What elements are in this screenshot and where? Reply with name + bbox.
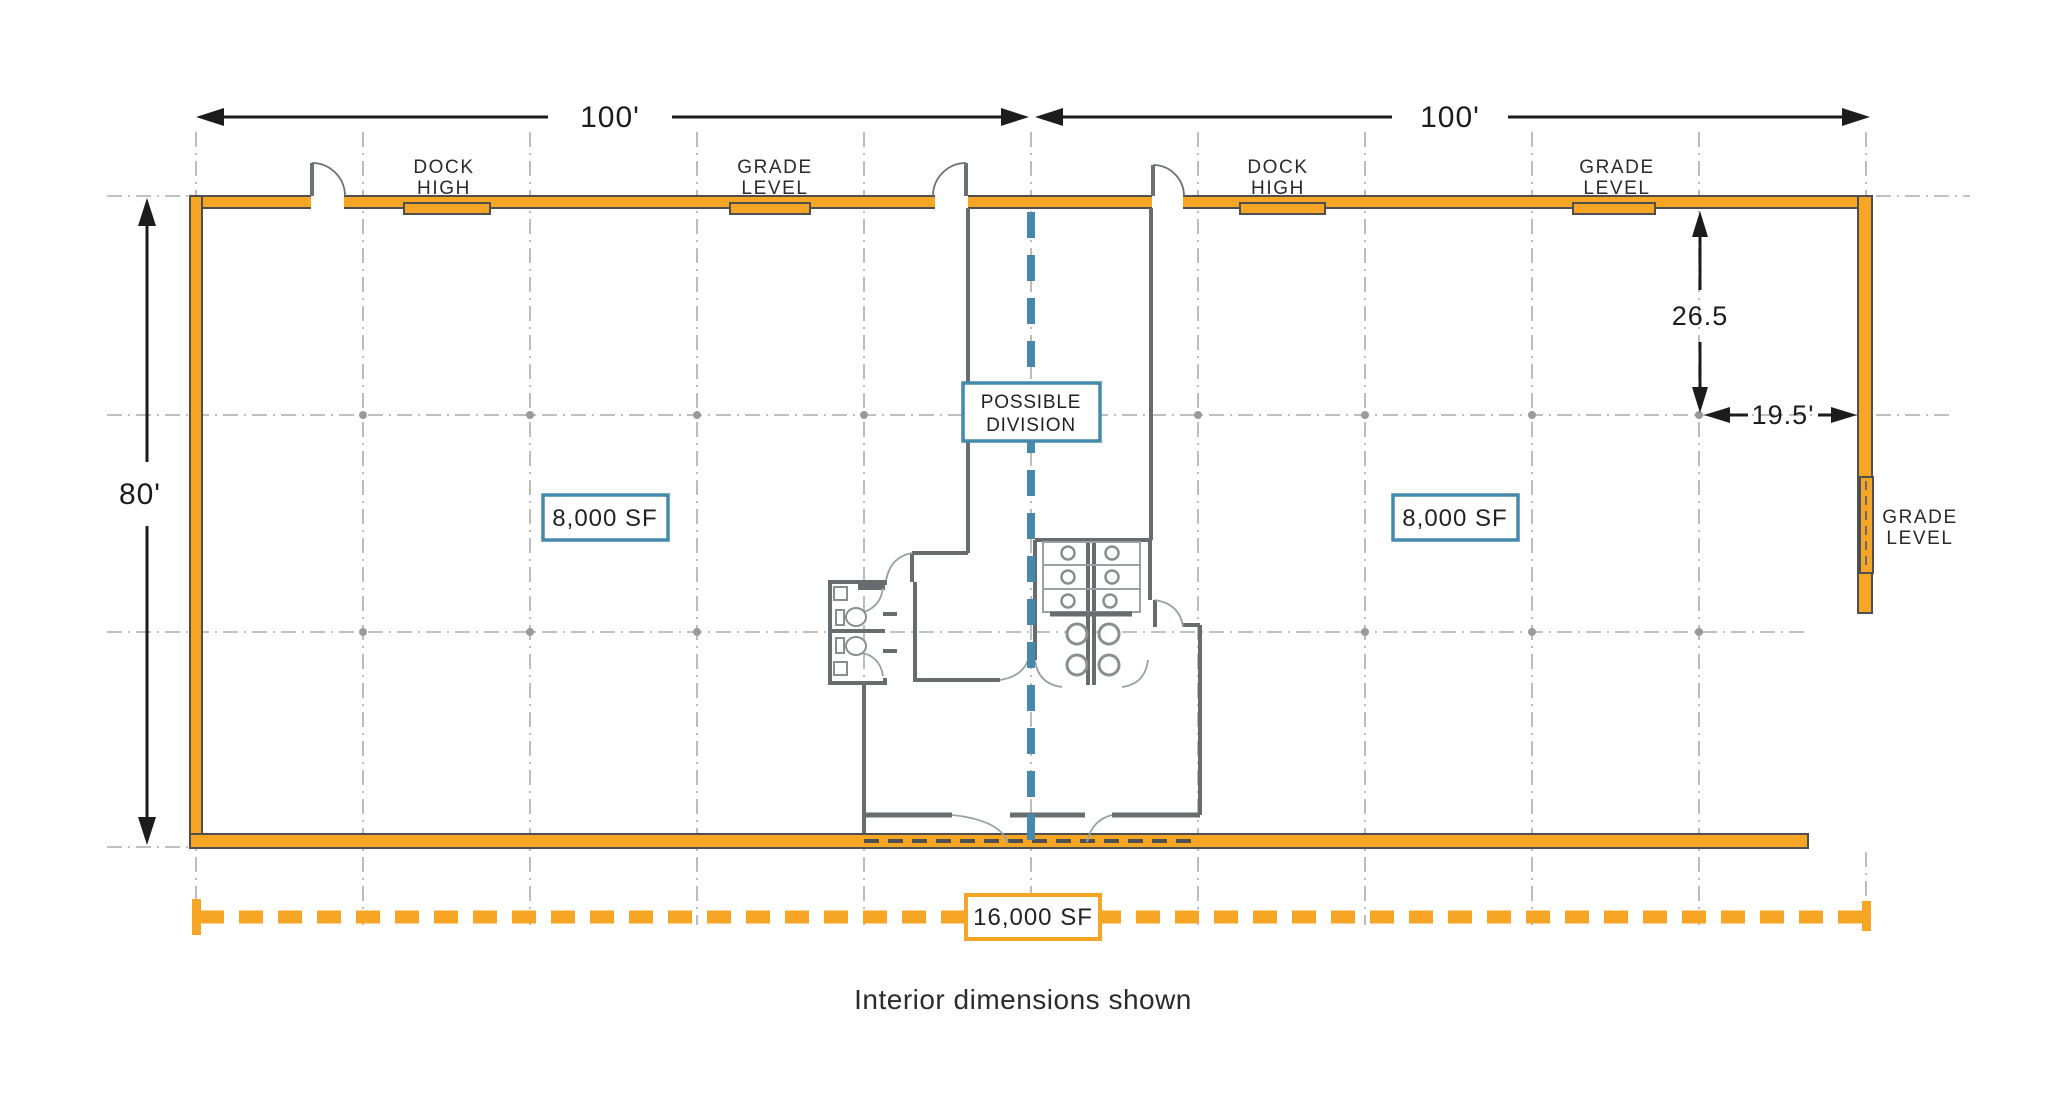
interior-core bbox=[828, 208, 1202, 844]
suite-right-area-callout: 8,000 SF bbox=[1391, 493, 1520, 542]
total-area-text: 16,000 SF bbox=[973, 904, 1093, 931]
sink bbox=[833, 586, 848, 601]
dim-right-bay-width bbox=[1704, 407, 1857, 423]
dimension-lines bbox=[138, 108, 1870, 845]
grade-level-right-section bbox=[1572, 202, 1656, 215]
dim-right-bay-width-text: 19.5' bbox=[1752, 400, 1815, 430]
bathroom-block bbox=[828, 580, 897, 685]
suite-left-area-text: 8,000 SF bbox=[552, 505, 657, 532]
dim-top-left bbox=[196, 108, 1029, 126]
office-chairs bbox=[1060, 545, 1120, 609]
grade-level-right-label: LEVEL bbox=[1583, 178, 1650, 199]
left-wall bbox=[189, 195, 203, 849]
dim-top-right bbox=[1035, 108, 1870, 126]
office-desks bbox=[1042, 541, 1141, 613]
grade-level-left-label: LEVEL bbox=[741, 178, 808, 199]
sink bbox=[833, 661, 848, 676]
grade-level-left-section bbox=[729, 202, 811, 215]
door-swing-3 bbox=[1151, 164, 1185, 197]
corridor-door-swing bbox=[999, 652, 1031, 681]
office-tables bbox=[1065, 622, 1121, 677]
dock-high-right-label: DOCK bbox=[1247, 157, 1308, 178]
caption-text: Interior dimensions shown bbox=[854, 984, 1192, 1015]
dock-high-right-section bbox=[1239, 202, 1326, 215]
possible-division-text: POSSIBLE bbox=[981, 392, 1081, 413]
grade-level-right-label: GRADE bbox=[1579, 157, 1655, 178]
bathroom-fixtures bbox=[833, 586, 867, 676]
suite-left-area-callout: 8,000 SF bbox=[541, 493, 670, 542]
door-opening bbox=[311, 194, 344, 210]
dim-left-depth-text: 80' bbox=[119, 478, 161, 511]
dashed-line-right-cap bbox=[1862, 901, 1871, 931]
door-opening bbox=[1152, 194, 1183, 210]
dim-top-right-text: 100' bbox=[1420, 101, 1480, 134]
dim-right-bay-depth bbox=[1692, 211, 1708, 413]
suite-right-area-text: 8,000 SF bbox=[1402, 505, 1507, 532]
right-wall-grade-door bbox=[1859, 476, 1874, 574]
toilet-tank bbox=[835, 637, 845, 654]
toilet-tank bbox=[835, 609, 845, 626]
office-right-door bbox=[1153, 599, 1184, 628]
top-wall-man-doors bbox=[310, 162, 1185, 210]
bathroom-lintel bbox=[858, 583, 885, 590]
dock-high-left-label: DOCK bbox=[413, 157, 474, 178]
total-area-callout: 16,000 SF bbox=[964, 893, 1102, 941]
dim-right-bay-depth-text: 26.5 bbox=[1672, 301, 1729, 331]
bathroom-partition-stub bbox=[883, 612, 897, 653]
office-room bbox=[1033, 538, 1202, 815]
toilet-bowl bbox=[845, 607, 867, 627]
dock-high-left-label: HIGH bbox=[417, 178, 471, 199]
vestibule-door bbox=[885, 552, 914, 582]
toilet-bowl bbox=[845, 636, 867, 656]
entry-wall bbox=[864, 812, 1200, 844]
dock-high-right-label: HIGH bbox=[1251, 178, 1305, 199]
grid-lines bbox=[107, 132, 1970, 925]
dim-left-depth bbox=[138, 198, 156, 845]
top-wall-door-sections bbox=[403, 202, 1656, 215]
possible-division-callout: POSSIBLE DIVISION bbox=[961, 381, 1102, 443]
door-swing-2 bbox=[932, 162, 968, 197]
grid-intersection-dots bbox=[359, 411, 1703, 636]
possible-division-text: DIVISION bbox=[986, 415, 1076, 436]
svg-text:LEVEL: LEVEL bbox=[1886, 528, 1953, 549]
door-opening bbox=[935, 194, 968, 210]
dashed-line-left-cap bbox=[192, 899, 201, 935]
top-wall-labels: DOCK HIGH GRADE LEVEL DOCK HIGH GRADE LE… bbox=[413, 157, 1655, 199]
dock-high-left-section bbox=[403, 202, 491, 215]
svg-text:GRADE: GRADE bbox=[1882, 507, 1958, 528]
side-grade-level-label: GRADE LEVEL bbox=[1882, 507, 1958, 549]
entry-door-swings bbox=[951, 814, 1113, 844]
corridor-wall bbox=[913, 582, 1000, 682]
office-bottom-door-swings bbox=[1034, 659, 1149, 688]
dim-top-left-text: 100' bbox=[580, 101, 640, 134]
door-swing-1 bbox=[310, 162, 346, 197]
grade-level-left-label: GRADE bbox=[737, 157, 813, 178]
